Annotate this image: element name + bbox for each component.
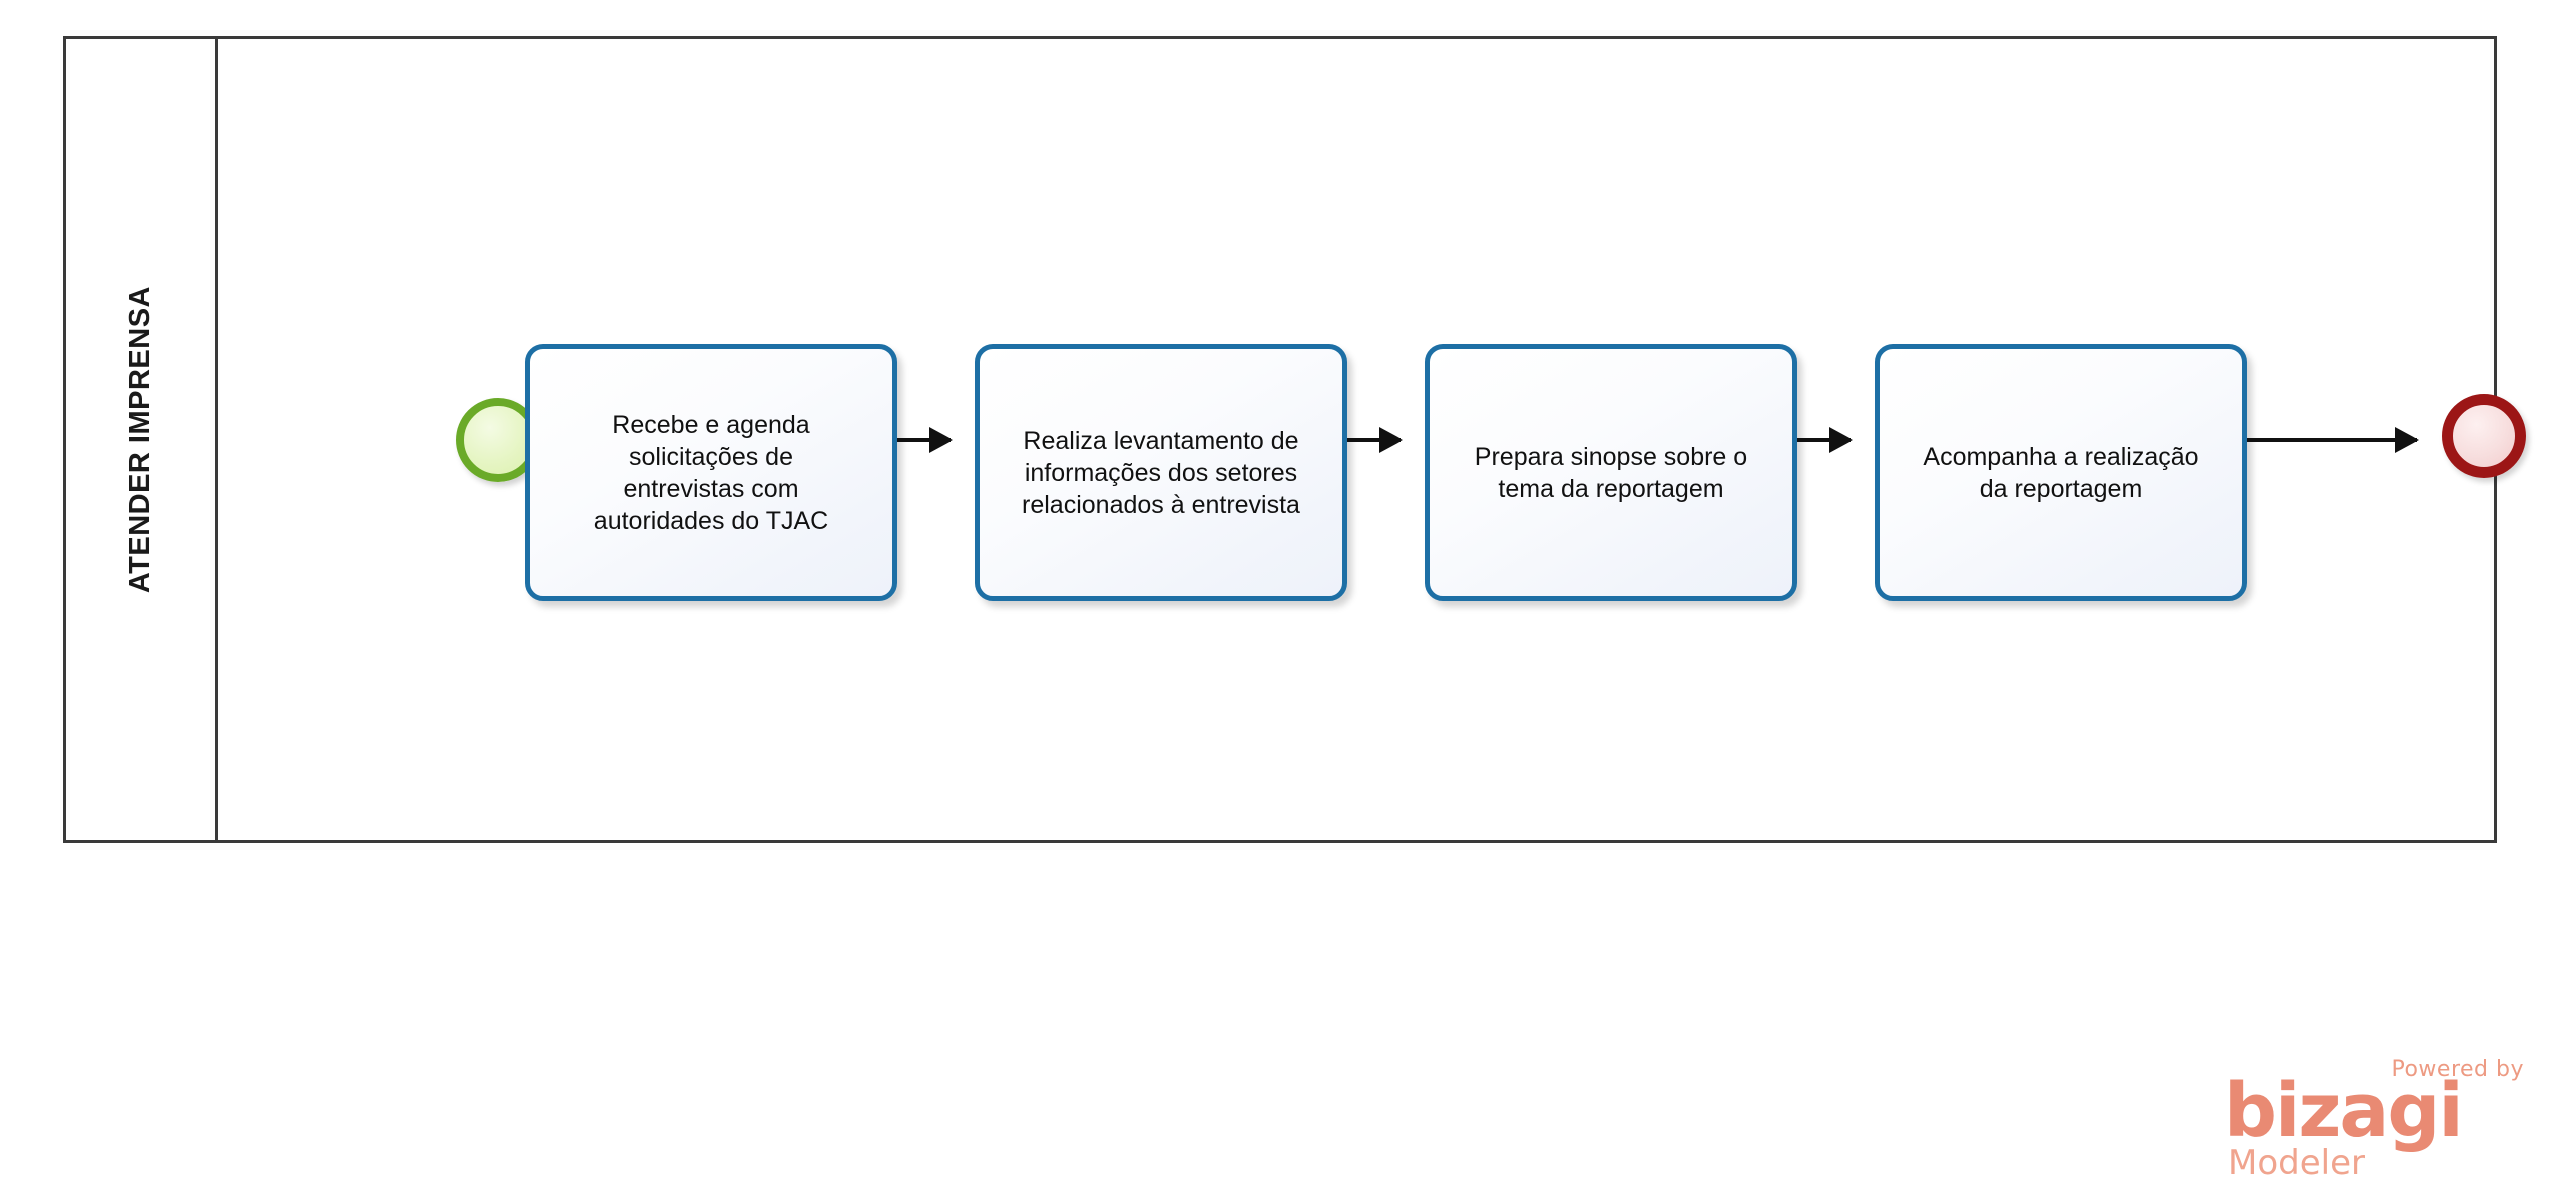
lane-body: Recebe e agenda solicitações de entrevis… xyxy=(218,39,2526,840)
task-label: Acompanha a realização da reportagem xyxy=(1923,442,2199,503)
task-prepara-sinopse[interactable]: Prepara sinopse sobre o tema da reportag… xyxy=(1425,344,1797,601)
powered-by-label: Powered by xyxy=(2391,1056,2524,1082)
sequence-flow-task-3-to-task-4[interactable] xyxy=(1797,438,1851,442)
bizagi-watermark: Powered by bizagi Modeler xyxy=(2224,1057,2524,1180)
lane-header[interactable]: ATENDER IMPRENSA xyxy=(66,39,218,840)
bizagi-product-label: Modeler xyxy=(2228,1143,2365,1183)
task-realiza-levantamento-de-informacoes[interactable]: Realiza levantamento de informações dos … xyxy=(975,344,1347,601)
end-event[interactable] xyxy=(2442,394,2526,478)
task-label: Recebe e agenda solicitações de entrevis… xyxy=(593,410,829,535)
lane-title: ATENDER IMPRENSA xyxy=(124,285,156,594)
sequence-flow-task-1-to-task-2[interactable] xyxy=(897,438,951,442)
task-acompanha-a-realizacao[interactable]: Acompanha a realização da reportagem xyxy=(1875,344,2247,601)
sequence-flow-task-2-to-task-3[interactable] xyxy=(1347,438,1401,442)
task-label: Prepara sinopse sobre o tema da reportag… xyxy=(1474,442,1748,503)
task-label: Realiza levantamento de informações dos … xyxy=(1022,426,1300,519)
task-recebe-e-agenda-solicitacoes[interactable]: Recebe e agenda solicitações de entrevis… xyxy=(525,344,897,601)
bizagi-brand-label: bizagi xyxy=(2224,1067,2464,1154)
pool[interactable]: ATENDER IMPRENSA Recebe e agenda solicit… xyxy=(63,36,2526,843)
sequence-flow-task-4-to-end[interactable] xyxy=(2247,438,2417,442)
